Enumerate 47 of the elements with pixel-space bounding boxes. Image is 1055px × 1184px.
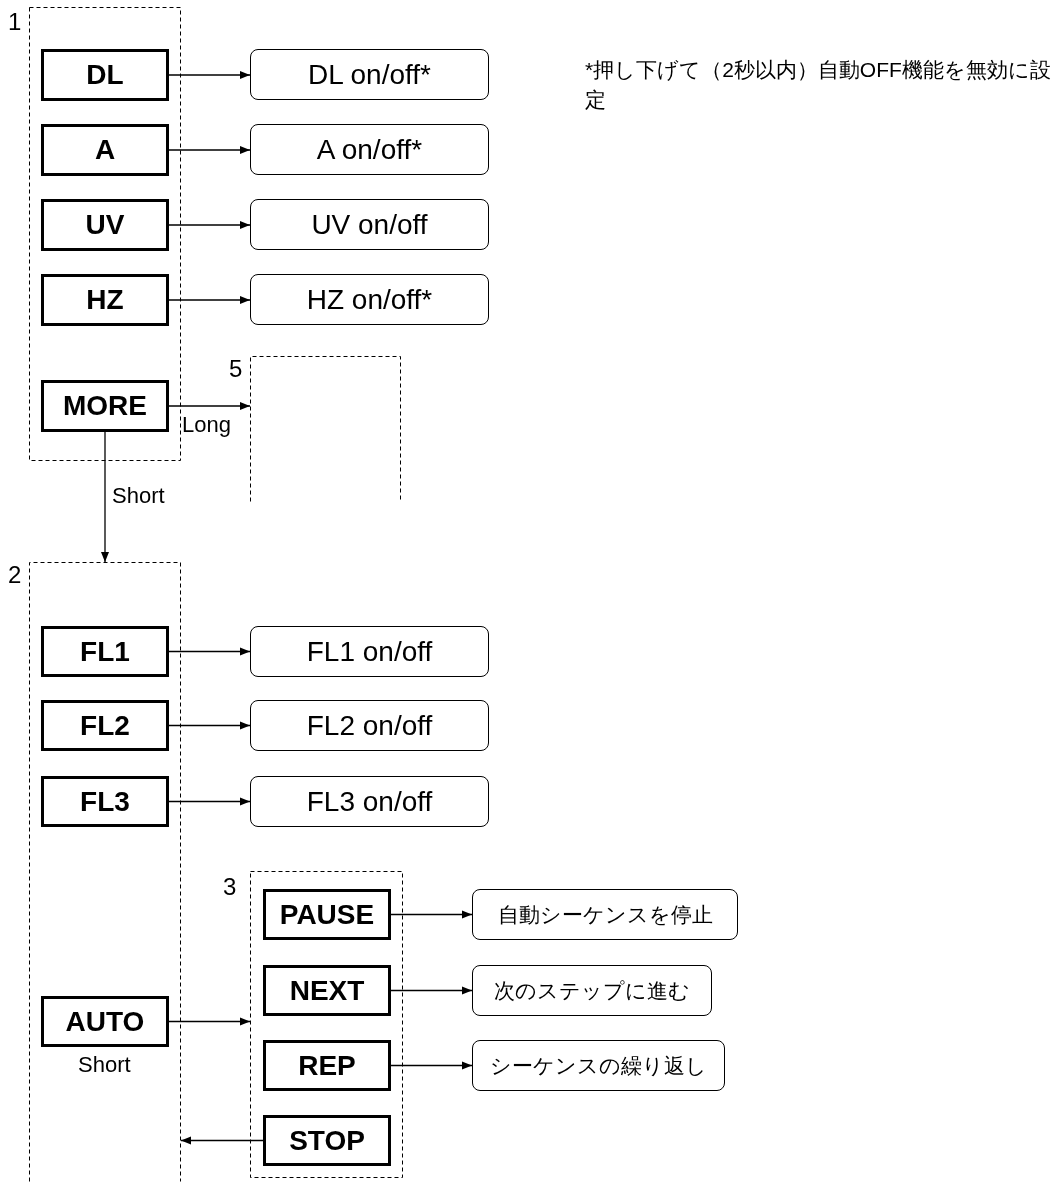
dashed-group-frame	[223, 871, 403, 1178]
dashed-group-frame	[229, 356, 401, 502]
result-box: DL on/off*	[250, 49, 489, 100]
arrow	[168, 402, 251, 410]
arrow	[168, 647, 251, 656]
arrow	[168, 71, 251, 79]
group-number: 2	[8, 562, 22, 588]
key-box: NEXT	[263, 965, 391, 1016]
result-box: HZ on/off*	[250, 274, 489, 325]
footnote: *押し下げて（2秒以内）自動OFF機能を無効に設定	[585, 57, 1052, 113]
arrow	[390, 910, 473, 919]
result-box: 自動シーケンスを停止	[472, 889, 738, 940]
key-box: HZ	[41, 274, 169, 326]
result-box: FL2 on/off	[250, 700, 489, 751]
result-box: シーケンスの繰り返し	[472, 1040, 725, 1091]
arrow	[168, 221, 251, 229]
result-box: UV on/off	[250, 199, 489, 250]
key-box: PAUSE	[263, 889, 391, 940]
arrow	[390, 1061, 473, 1070]
key-box: REP	[263, 1040, 391, 1091]
group-number: 5	[229, 356, 243, 382]
arrow	[168, 296, 251, 304]
result-box: A on/off*	[250, 124, 489, 175]
arrow	[168, 721, 251, 730]
dashed-group-frame	[8, 7, 181, 461]
result-box: 次のステップに進む	[472, 965, 712, 1016]
arrow	[180, 1136, 264, 1145]
key-box: FL2	[41, 700, 169, 751]
key-box: MORE	[41, 380, 169, 432]
key-box: STOP	[263, 1115, 391, 1166]
arrow	[101, 431, 109, 563]
node-label: Short	[78, 1052, 131, 1078]
arrow	[168, 797, 251, 806]
key-box: FL1	[41, 626, 169, 677]
arrow	[390, 986, 473, 995]
key-box: FL3	[41, 776, 169, 827]
dashed-group-frame	[8, 562, 181, 1182]
arrow	[168, 1017, 251, 1026]
key-box: AUTO	[41, 996, 169, 1047]
result-box: FL1 on/off	[250, 626, 489, 677]
result-box: FL3 on/off	[250, 776, 489, 827]
key-box: UV	[41, 199, 169, 251]
key-box: DL	[41, 49, 169, 101]
group-number: 1	[8, 9, 22, 35]
key-box: A	[41, 124, 169, 176]
group-number: 3	[223, 874, 237, 900]
arrow	[168, 146, 251, 154]
